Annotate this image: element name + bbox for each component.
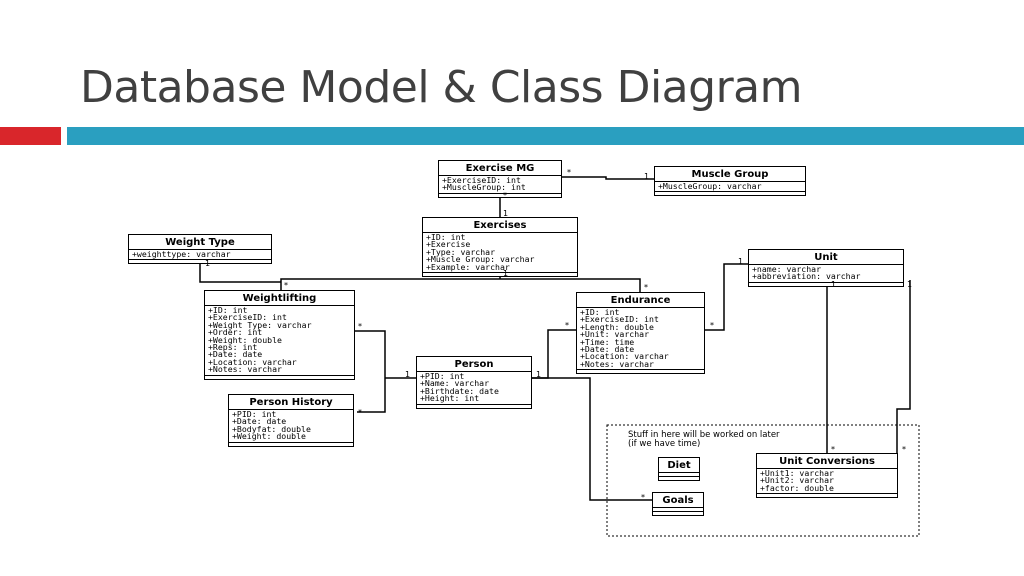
mult-weighttype-one: 1 [205, 259, 211, 268]
mult-goals-star: * [641, 493, 645, 502]
attribute: +ID: int [426, 232, 466, 242]
line-person-goals [531, 377, 652, 501]
attribute: +ExerciseID: int [442, 175, 521, 185]
line-weightlifting-person [355, 330, 386, 413]
attribute: +Weight: double [208, 334, 282, 345]
mult-weightlifting-star: * [284, 281, 288, 290]
attribute: +ExerciseID: int [580, 314, 659, 325]
attribute: +weighttype: varchar [132, 249, 231, 259]
class-name: Diet [659, 458, 699, 473]
class-name: Person [417, 357, 531, 372]
attribute: +Date: date [232, 416, 287, 427]
class-weight-type: Weight Type +weighttype: varchar [128, 234, 272, 265]
attribute: +Unit1: varchar [760, 468, 834, 478]
accent-bar-blue [67, 127, 1024, 145]
attribute: +ExerciseID: int [208, 312, 287, 323]
line-unit-unitconv-2 [896, 280, 911, 454]
mult-personhistory-star: * [358, 408, 362, 417]
mult-endurance-person-star: * [565, 321, 569, 330]
mult-exercisemg-exercises-star: * [503, 191, 507, 200]
class-weightlifting: Weightlifting +ID: int +ExerciseID: int … [204, 290, 355, 380]
class-exercise-mg: Exercise MG +ExerciseID: int +MuscleGrou… [438, 160, 562, 198]
future-work-box [606, 424, 920, 537]
attribute: +Length: double [580, 321, 654, 332]
attribute: +factor: double [760, 482, 834, 493]
attribute: +Notes: varchar [580, 358, 654, 369]
mult-unit-conv-star-b: * [902, 445, 906, 454]
attribute: +PID: int [232, 409, 277, 419]
class-name: Goals [653, 493, 703, 508]
mult-exercisemg-musclegroup-one: 1 [644, 172, 650, 181]
class-unit: Unit +name: varchar +abbreviation: varch… [748, 249, 904, 287]
mult-weightlifting-person-star: * [358, 322, 362, 331]
future-work-note-line2: (if we have time) [628, 439, 701, 449]
mult-person-left-one: 1 [405, 370, 411, 379]
class-exercises: Exercises +ID: int +Exercise +Type: varc… [422, 217, 578, 278]
attribute: +Time: time [580, 336, 635, 347]
mult-endurance-star: * [644, 283, 648, 292]
class-person-history: Person History +PID: int +Date: date +Bo… [228, 394, 354, 447]
attribute: +Order: int [208, 327, 263, 338]
class-person: Person +PID: int +Name: varchar +Birthda… [416, 356, 532, 409]
attribute: +Date: date [580, 344, 635, 355]
attribute: +Date: date [208, 349, 263, 360]
attribute: +abbreviation: varchar [752, 271, 861, 282]
attribute: +ID: int [580, 307, 620, 317]
attribute: +Location: varchar [208, 356, 297, 367]
attribute: +Weight Type: varchar [208, 319, 312, 330]
attribute: +Muscle Group: varchar [426, 254, 535, 265]
attribute: +Unit2: varchar [760, 475, 834, 486]
class-name: Unit [749, 250, 903, 265]
class-name: Exercises [423, 218, 577, 233]
attribute: +Exercise [426, 239, 471, 250]
attribute: +Unit: varchar [580, 329, 650, 340]
attribute: +MuscleGroup: varchar [658, 181, 762, 191]
attribute: +MuscleGroup: int [442, 182, 526, 193]
mult-exercisemg-musclegroup-star: * [567, 168, 571, 177]
attribute: +Type: varchar [426, 246, 496, 257]
future-work-note-line1: Stuff in here will be worked on later [628, 430, 780, 440]
class-name: Muscle Group [655, 167, 805, 182]
attribute: +Example: varchar [426, 261, 510, 272]
class-unit-conversions: Unit Conversions +Unit1: varchar +Unit2:… [756, 453, 898, 499]
class-name: Weightlifting [205, 291, 354, 306]
attribute: +Reps: int [208, 342, 258, 353]
attribute: +Height: int [420, 393, 480, 404]
mult-exercises-one: 1 [503, 269, 509, 278]
attribute: +PID: int [420, 371, 465, 381]
class-name: Weight Type [129, 235, 271, 250]
mult-unit-one: 1 [738, 257, 744, 266]
class-name: Exercise MG [439, 161, 561, 176]
mult-person-right-one: 1 [536, 370, 542, 379]
class-muscle-group: Muscle Group +MuscleGroup: varchar [654, 166, 806, 197]
attribute: +Weight: double [232, 431, 306, 442]
class-diet: Diet [658, 457, 700, 481]
line-weighttype-weightlifting [199, 259, 281, 283]
attribute: +Location: varchar [580, 351, 669, 362]
attribute: +name: varchar [752, 264, 822, 274]
line-unit-endurance [705, 263, 748, 331]
attribute: +Name: varchar [420, 378, 490, 389]
mult-unit-conv-star-a: * [831, 445, 835, 454]
accent-bar-red [0, 127, 61, 145]
mult-exercisemg-exercises-one: 1 [503, 209, 509, 218]
class-name: Unit Conversions [757, 454, 897, 469]
attribute: +Birthdate: date [420, 385, 499, 396]
attribute: +Bodyfat: double [232, 423, 311, 434]
attribute: +Notes: varchar [208, 364, 282, 375]
class-goals: Goals [652, 492, 704, 516]
line-exercises-weightlifting [280, 278, 641, 292]
slide-title: Database Model & Class Diagram [80, 62, 802, 113]
mult-unit-conv-one-b: 1 [907, 280, 913, 289]
class-name: Person History [229, 395, 353, 410]
class-name: Endurance [577, 293, 704, 308]
attribute: +ID: int [208, 305, 248, 315]
mult-endurance-unit-star: * [710, 321, 714, 330]
mult-unit-conv-one-a: 1 [831, 280, 837, 289]
line-exercisemg-musclegroup [561, 176, 655, 180]
class-endurance: Endurance +ID: int +ExerciseID: int +Len… [576, 292, 705, 375]
